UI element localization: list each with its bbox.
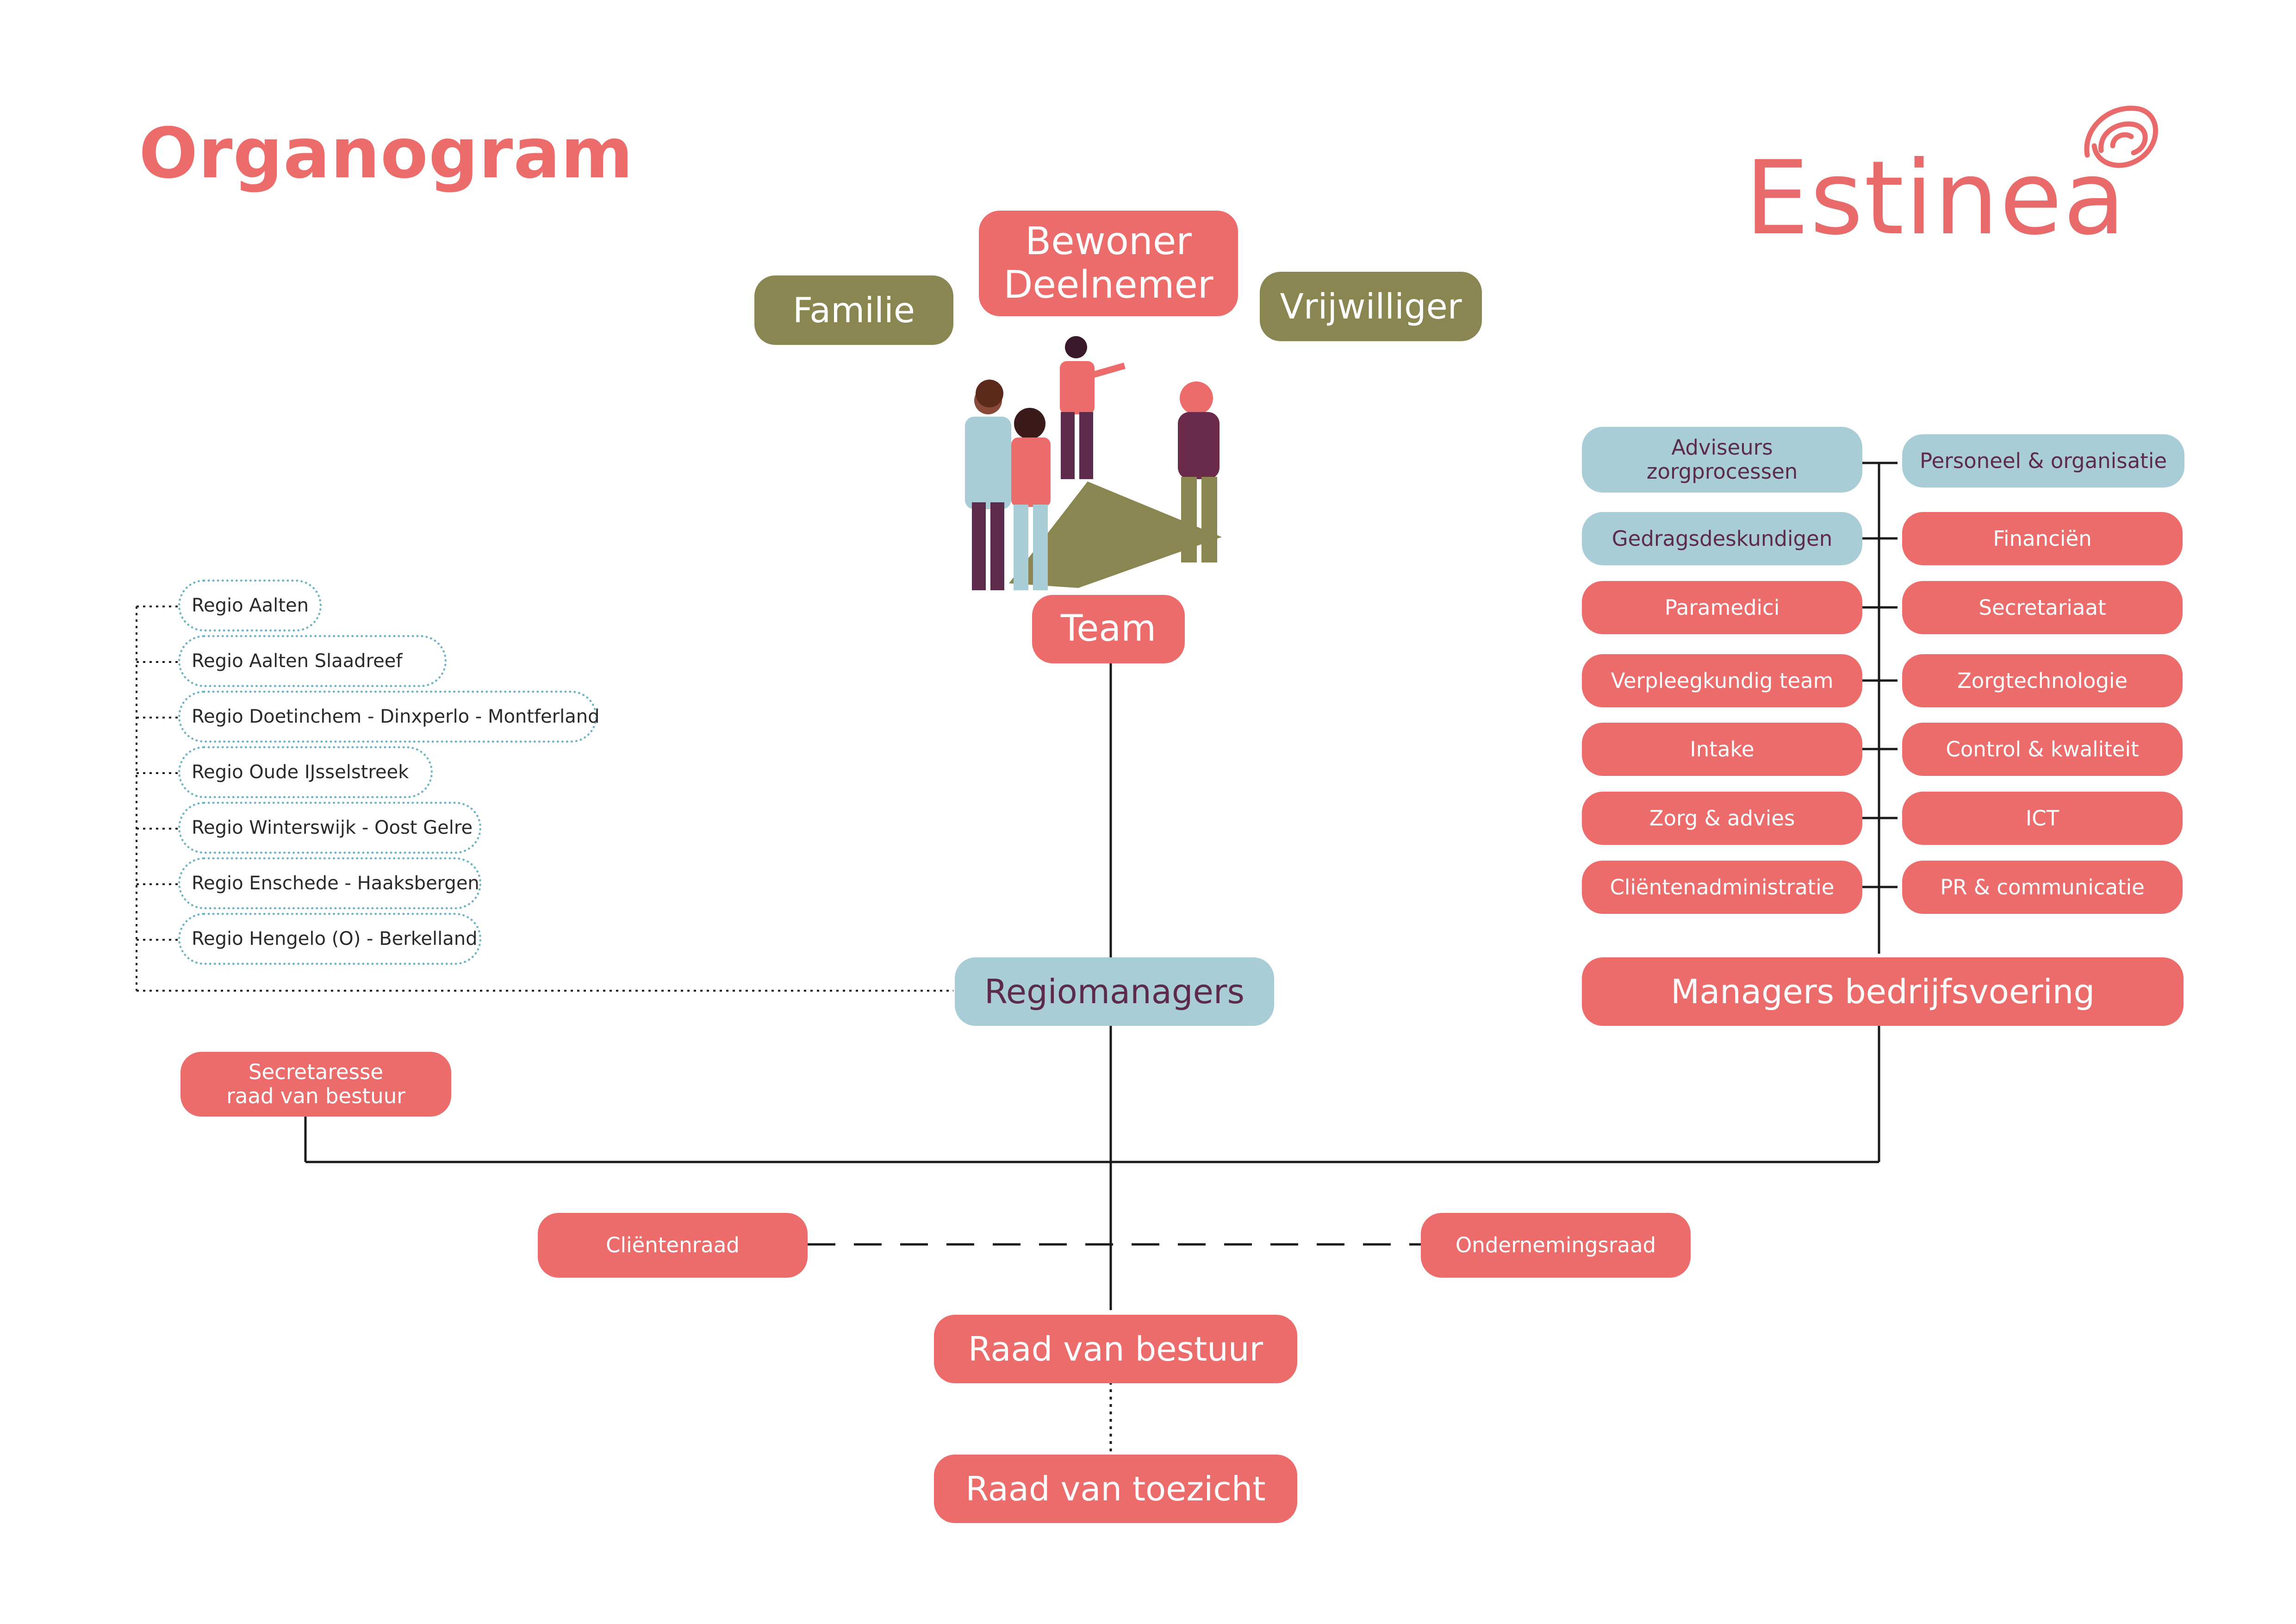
raad-van-toezicht-box[interactable]: Raad van toezicht xyxy=(934,1455,1297,1523)
staff-left-item[interactable]: Paramedici xyxy=(1582,581,1862,634)
staff-left-item[interactable]: Adviseurs zorgprocessen xyxy=(1582,427,1862,493)
person-blue-figure xyxy=(965,380,1011,590)
staff-left-item[interactable]: Zorg & advies xyxy=(1582,792,1862,845)
staff-left-item[interactable]: Intake xyxy=(1582,723,1862,776)
person-right-figure xyxy=(1178,381,1220,562)
staff-rungs xyxy=(1860,462,1898,888)
managers-bedrijfsvoering-box[interactable]: Managers bedrijfsvoering xyxy=(1582,957,2184,1026)
regio-item[interactable]: Regio Doetinchem - Dinxperlo - Montferla… xyxy=(178,691,599,743)
staff-right-item[interactable]: Secretariaat xyxy=(1902,581,2183,634)
staff-right-item[interactable]: Personeel & organisatie xyxy=(1902,434,2184,487)
regio-item[interactable]: Regio Oude IJsselstreek xyxy=(178,746,433,798)
staff-right-item[interactable]: PR & communicatie xyxy=(1902,861,2183,914)
spiral-logo-icon xyxy=(2084,106,2158,168)
raad-van-bestuur-box[interactable]: Raad van bestuur xyxy=(934,1315,1297,1383)
staff-right-item[interactable]: Control & kwaliteit xyxy=(1902,723,2183,776)
staff-right-item[interactable]: Zorgtechnologie xyxy=(1902,654,2183,707)
clientenraad-box[interactable]: Cliëntenraad xyxy=(538,1213,808,1278)
team-box[interactable]: Team xyxy=(1032,595,1185,663)
logo-text: Estinea xyxy=(1745,139,2127,257)
familie-box[interactable]: Familie xyxy=(754,275,953,345)
regio-dotted-tree xyxy=(136,606,953,992)
person-red-figure xyxy=(1011,408,1051,590)
staff-right-item[interactable]: ICT xyxy=(1902,792,2183,845)
people-group-illustration xyxy=(965,336,1222,590)
staff-left-item[interactable]: Verpleegkundig team xyxy=(1582,654,1862,707)
bewoner-deelnemer-box[interactable]: Bewoner Deelnemer xyxy=(979,211,1238,316)
regio-item[interactable]: Regio Hengelo (O) - Berkelland xyxy=(178,913,481,965)
regio-item[interactable]: Regio Winterswijk - Oost Gelre xyxy=(178,802,481,854)
person-center-figure xyxy=(1060,336,1126,479)
secretaresse-box[interactable]: Secretaresse raad van bestuur xyxy=(180,1052,451,1117)
regio-item[interactable]: Regio Enschede - Haaksbergen xyxy=(178,857,481,909)
regiomanagers-box[interactable]: Regiomanagers xyxy=(955,957,1274,1026)
staff-left-item[interactable]: Gedragsdeskundigen xyxy=(1582,512,1862,565)
staff-left-item[interactable]: Cliëntenadministratie xyxy=(1582,861,1862,914)
regio-item[interactable]: Regio Aalten xyxy=(178,580,322,631)
regio-item[interactable]: Regio Aalten Slaadreef xyxy=(178,635,447,687)
staff-right-item[interactable]: Financiën xyxy=(1902,512,2183,565)
ondernemingsraad-box[interactable]: Ondernemingsraad xyxy=(1421,1213,1691,1278)
vrijwilliger-box[interactable]: Vrijwilliger xyxy=(1260,272,1482,341)
page-title: Organogram xyxy=(139,113,634,194)
